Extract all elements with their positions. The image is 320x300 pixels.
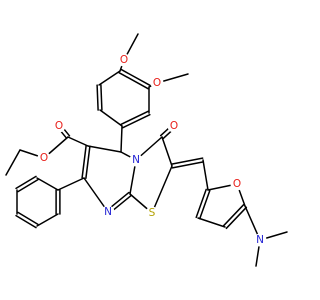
atom-o-methoxy-top: O	[117, 53, 131, 67]
atom-o-ketone-label: O	[170, 120, 178, 132]
atom-n-dimethylamino-label: N	[256, 234, 264, 246]
bond-line	[98, 70, 121, 86]
atom-o-ester-ether: O	[37, 151, 51, 165]
bond-line	[57, 177, 85, 191]
bond-line	[195, 188, 207, 219]
atom-o-ester-carbonyl-label: O	[55, 120, 63, 132]
bond-line	[122, 113, 151, 129]
bond-line	[171, 161, 205, 169]
atom-o-methoxy-top-label: O	[120, 54, 128, 66]
bond-line	[83, 177, 109, 213]
bond-line	[120, 110, 149, 126]
bond-line	[36, 177, 59, 191]
bond-line	[225, 206, 248, 230]
bond-line	[87, 145, 122, 153]
bond-line	[197, 217, 226, 228]
atom-s-thiazole-label: S	[149, 207, 156, 219]
bond-line	[199, 189, 211, 220]
atom-s-thiazole: S	[145, 206, 159, 220]
bond-line	[222, 203, 245, 227]
bond-layer	[5, 33, 288, 267]
bond-line	[5, 149, 21, 176]
atom-n-ring-top: N	[129, 153, 143, 167]
bond-line	[15, 214, 37, 229]
bond-line	[36, 213, 59, 227]
atom-label-layer: O O O O O N N	[37, 53, 267, 247]
bond-line	[15, 175, 37, 190]
atom-o-methoxy-right-label: O	[153, 77, 161, 89]
bond-line	[96, 84, 99, 111]
atom-n-ring-top-label: N	[132, 154, 140, 166]
bond-line	[99, 109, 123, 127]
atom-n-ring-bottom-label: N	[104, 206, 112, 218]
bond-line	[120, 68, 151, 87]
bond-line	[81, 145, 87, 179]
bond-line	[170, 157, 204, 165]
atom-n-dimethylamino: N	[253, 233, 267, 247]
molecule-structure: O O O O O N N	[5, 33, 288, 267]
bond-line	[100, 84, 103, 111]
bond-line	[120, 125, 123, 153]
bond-line	[151, 165, 173, 214]
atom-o-furan-label: O	[233, 178, 241, 190]
atom-o-furan: O	[230, 177, 244, 191]
bond-line	[17, 211, 39, 226]
bond-line	[67, 136, 89, 147]
bond-line	[202, 159, 209, 191]
bond-line	[85, 145, 91, 179]
atom-o-ketone: O	[167, 119, 181, 133]
atom-o-methoxy-right: O	[150, 76, 164, 90]
atom-n-ring-bottom: N	[101, 205, 115, 219]
bond-line	[161, 136, 173, 167]
atom-o-ester-carbonyl: O	[52, 119, 66, 133]
bond-line	[17, 178, 39, 193]
bond-line	[118, 71, 149, 90]
atom-o-ester-ether-label: O	[40, 152, 48, 164]
molecule-diagram: O O O O O N N	[5, 33, 288, 267]
